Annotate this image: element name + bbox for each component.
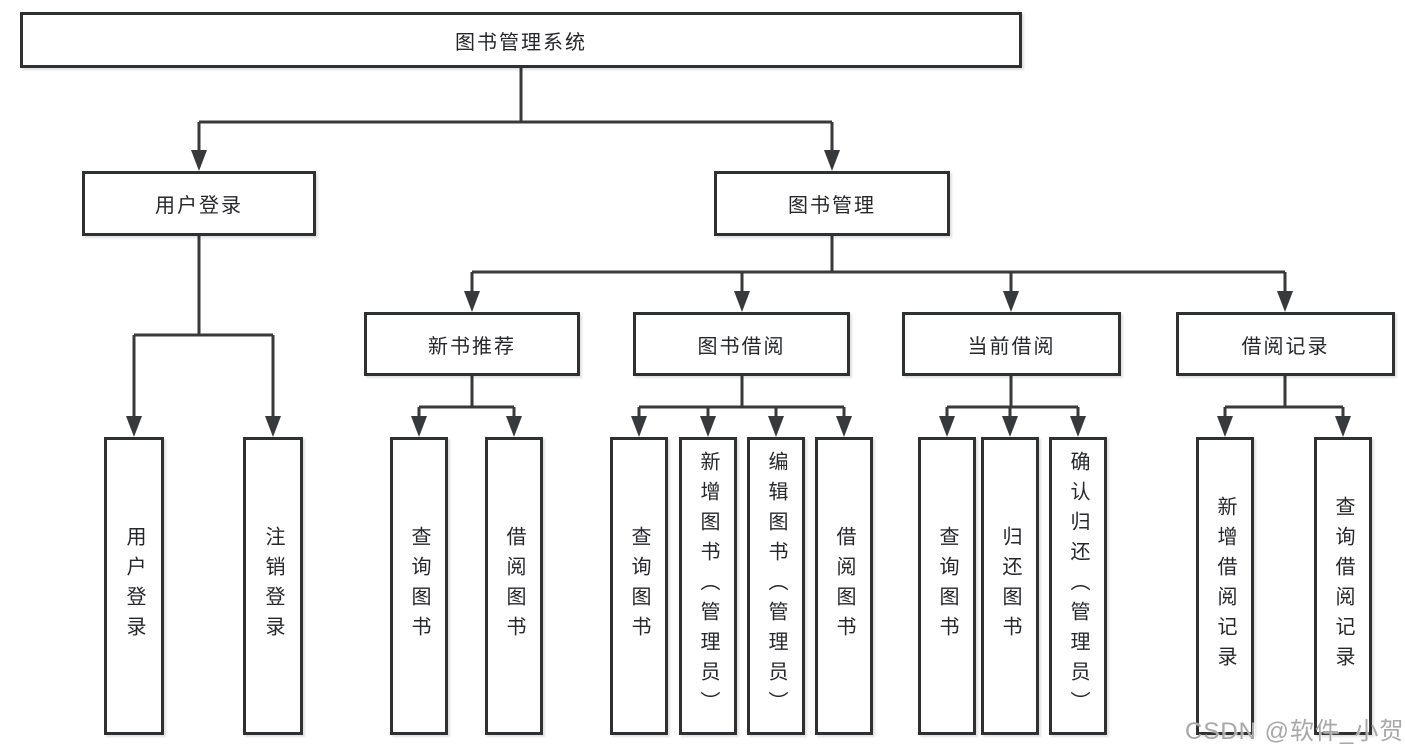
leaf-add-borrow-record-label: 新增借阅记录 [1214,496,1236,676]
connector-book-management-branch [470,236,1287,292]
connector-user-login-branch [132,236,275,417]
leaf-return-books-label: 归还图书 [999,526,1021,646]
arrowhead-icon [700,416,716,437]
leaf-borrow-books-recommend: 借阅图书 [485,437,543,735]
arrowhead-icon [631,416,647,437]
leaf-logout-login: 注销登录 [243,437,303,735]
arrowhead-icon [265,416,281,437]
leaf-return-books: 归还图书 [981,437,1039,735]
arrowhead-icon [1277,291,1293,312]
node-new-book-recommendation: 新书推荐 [364,312,580,376]
leaf-query-books-current: 查询图书 [918,437,976,735]
leaf-query-books-borrowing: 查询图书 [610,437,668,735]
leaf-query-books-recommend: 查询图书 [390,437,448,735]
arrowhead-icon [1217,416,1233,437]
node-book-borrowing: 图书借阅 [633,312,850,376]
connector-current-borrow-branch [945,376,1080,417]
leaf-logout-login-label: 注销登录 [262,526,284,646]
leaf-edit-book-admin-label: 编辑图书（管理员） [765,451,787,721]
leaf-add-book-admin-label: 新增图书（管理员） [697,451,719,721]
leaf-query-books-current-label: 查询图书 [936,526,958,646]
leaf-add-book-admin: 新增图书（管理员） [679,437,737,735]
leaf-user-login-label: 用户登录 [123,526,145,646]
watermark: CSDN @软件_小贺同学 [1185,718,1405,745]
arrowhead-icon [824,150,840,171]
arrowhead-icon [191,150,207,171]
node-borrowing-records: 借阅记录 [1176,312,1395,376]
arrowhead-icon [506,416,522,437]
node-library-management-system: 图书管理系统 [20,12,1022,68]
arrowhead-icon [939,416,955,437]
connector-book-borrow-branch [637,376,846,417]
arrowhead-icon [1002,416,1018,437]
leaf-borrow-books-borrowing-label: 借阅图书 [833,526,855,646]
leaf-confirm-return-admin: 确认归还（管理员） [1049,437,1107,735]
arrowhead-icon [1070,416,1086,437]
arrowhead-icon [734,291,750,312]
leaf-edit-book-admin: 编辑图书（管理员） [747,437,805,735]
leaf-query-books-recommend-label: 查询图书 [408,526,430,646]
arrowhead-icon [768,416,784,437]
arrowhead-icon [126,416,142,437]
arrowhead-icon [836,416,852,437]
leaf-borrow-books-recommend-label: 借阅图书 [503,526,525,646]
node-current-borrowing: 当前借阅 [902,312,1121,376]
leaf-query-borrow-record-label: 查询借阅记录 [1332,496,1354,676]
arrowhead-icon [1335,416,1351,437]
node-book-management: 图书管理 [714,171,950,236]
leaf-user-login: 用户登录 [104,437,164,735]
leaf-query-borrow-record: 查询借阅记录 [1314,437,1372,735]
connector-borrow-record-branch [1223,376,1345,417]
leaf-confirm-return-admin-label: 确认归还（管理员） [1067,451,1089,721]
leaf-query-books-borrowing-label: 查询图书 [628,526,650,646]
arrowhead-icon [411,416,427,437]
leaf-borrow-books-borrowing: 借阅图书 [815,437,873,735]
node-user-login: 用户登录 [82,171,316,236]
arrowhead-icon [1003,291,1019,312]
connector-root-to-level2 [197,68,834,151]
arrowhead-icon [464,291,480,312]
connector-new-book-branch [417,376,516,417]
leaf-add-borrow-record: 新增借阅记录 [1196,437,1254,735]
